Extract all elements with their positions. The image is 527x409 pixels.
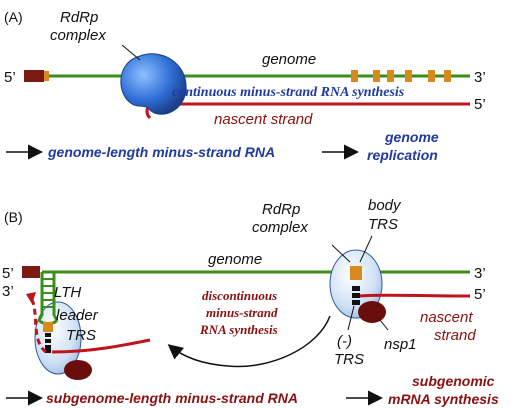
rdrp-complex-left-b — [34, 301, 82, 375]
nascent-five-prime-a: 5’ — [474, 96, 486, 113]
genome-replication-label-1: genome — [384, 129, 439, 145]
genome-label-a: genome — [262, 51, 316, 68]
panel-a-label: (A) — [4, 9, 23, 25]
subgenomic-label-2: mRNA synthesis — [388, 391, 499, 407]
rdrp-label-a-2: complex — [50, 27, 106, 44]
nascent-label-b-2: strand — [434, 327, 476, 344]
rdrp-complex-right-b — [329, 249, 383, 319]
continuous-synthesis-label: continuous minus-strand RNA synthesis — [172, 85, 405, 100]
leader-trs-label-2: TRS — [66, 327, 96, 344]
discontinuous-label-1: discontinuous — [202, 288, 277, 303]
body-trs-label-2: TRS — [368, 216, 398, 233]
minus-trs-label-2: TRS — [334, 351, 364, 368]
body-trs-a-2 — [373, 70, 380, 82]
discontinuous-label-3: RNA synthesis — [199, 322, 278, 337]
subgenomic-label-1: subgenomic — [412, 373, 495, 389]
nascent-strand-label-a: nascent strand — [214, 111, 313, 128]
leader-trs-base-2 — [45, 339, 51, 343]
minus-trs-base-3 — [352, 300, 360, 305]
rdrp-label-b-1: RdRp — [262, 201, 300, 218]
body-trs-a-4 — [405, 70, 412, 82]
nascent-five-prime-b: 5’ — [474, 286, 486, 303]
nsp1-left-b — [64, 360, 92, 380]
discontinuous-arrow — [167, 315, 331, 368]
body-trs-a-1 — [351, 70, 358, 82]
three-prime-right-b: 3’ — [474, 265, 486, 282]
leader-trs-b — [43, 322, 53, 332]
subgenome-length-label: subgenome-length minus-strand RNA — [46, 390, 298, 406]
rdrp-complex-a — [120, 53, 187, 115]
rdrp-label-b-2: complex — [252, 219, 308, 236]
five-prime-a: 5’ — [4, 69, 16, 86]
rdrp-pointer-b — [331, 244, 351, 263]
rdrp-pointer-a — [121, 44, 141, 61]
rdrp-label-a-1: RdRp — [60, 9, 98, 26]
minus-trs-base-2 — [352, 293, 360, 298]
minus-trs-label-1: (-) — [337, 333, 352, 350]
genome-length-label: genome-length minus-strand RNA — [47, 144, 275, 160]
five-prime-b: 5’ — [2, 265, 14, 282]
minus-trs-pointer — [347, 305, 355, 331]
leader-trs-base-1 — [45, 333, 51, 337]
genome-label-b: genome — [208, 251, 262, 268]
panel-b-label: (B) — [4, 209, 23, 225]
minus-trs-base-1 — [352, 286, 360, 291]
nascent-strand-left-b — [51, 338, 151, 354]
nascent-label-b-1: nascent — [420, 309, 473, 326]
nsp1-label: nsp1 — [384, 336, 417, 353]
body-trs-a-3 — [387, 70, 394, 82]
leader-trs-base-3 — [45, 345, 51, 353]
nsp1-right-b — [358, 301, 386, 323]
leader-cap-a — [24, 70, 44, 82]
leader-trs-a — [44, 71, 49, 81]
three-prime-left-b: 3’ — [2, 283, 14, 300]
nascent-dashed-arrow-b — [26, 292, 36, 304]
genome-replication-label-2: replication — [367, 147, 438, 163]
lth-label: LTH — [54, 284, 81, 301]
leader-cap-b — [22, 266, 40, 278]
body-trs-a-6 — [444, 70, 451, 82]
body-trs-pointer — [359, 235, 373, 263]
nascent-strand-right-b — [359, 293, 471, 298]
leader-trs-label-1: leader — [56, 307, 99, 324]
panel-b: (B) 5’ 3’ 3’ 5’ genome LTH leader TRS — [2, 197, 499, 407]
panel-a: (A) RdRp complex genome 5’ 3’ 5’ continu… — [4, 9, 486, 163]
discontinuous-label-2: minus-strand — [206, 305, 278, 320]
body-trs-label-1: body — [368, 197, 402, 214]
three-prime-a: 3’ — [474, 69, 486, 86]
nsp1-pointer — [379, 319, 389, 331]
body-trs-a-5 — [428, 70, 435, 82]
body-trs-b — [350, 266, 362, 280]
